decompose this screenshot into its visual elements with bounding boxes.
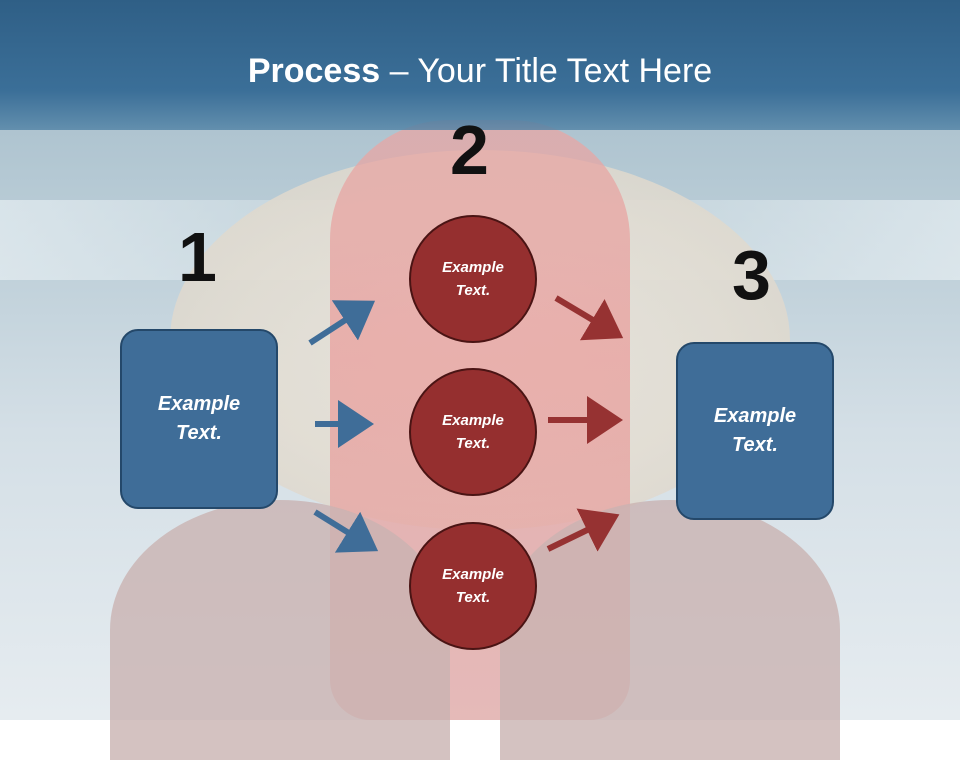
left-box: Example Text. <box>120 329 278 509</box>
arrow-blue-down <box>313 509 379 553</box>
step-number-2: 2 <box>450 111 489 189</box>
step-number-1: 1 <box>178 218 217 296</box>
title-bold: Process <box>247 52 381 90</box>
circle-top-line1: Example <box>442 259 504 276</box>
circle-middle-line1: Example <box>442 412 504 429</box>
arrow-red-down <box>546 508 620 552</box>
circle-top-line2: Text. <box>455 282 491 299</box>
title-rest: – Your Title Text Here <box>380 52 713 90</box>
left-box-line1: Example <box>157 393 241 415</box>
circle-bottom-line2: Text. <box>455 589 491 606</box>
step-number-3: 3 <box>732 236 771 314</box>
circle-middle-line2: Text. <box>455 435 491 452</box>
right-box-line1: Example <box>713 405 797 427</box>
arrow-red-up <box>554 295 624 341</box>
slide-title: Process – Your Title Text Here <box>0 52 960 91</box>
left-box-line2: Text. <box>176 422 222 444</box>
circle-middle: Example Text. <box>409 368 537 496</box>
circle-bottom-line1: Example <box>442 566 504 583</box>
circle-top: Example Text. <box>409 215 537 343</box>
left-knee <box>110 500 450 760</box>
right-box: Example Text. <box>676 342 834 520</box>
arrow-blue-up <box>308 300 376 346</box>
title-bar <box>0 0 960 130</box>
circle-bottom: Example Text. <box>409 522 537 650</box>
right-box-line2: Text. <box>732 434 778 456</box>
arrows-layer <box>308 295 624 553</box>
